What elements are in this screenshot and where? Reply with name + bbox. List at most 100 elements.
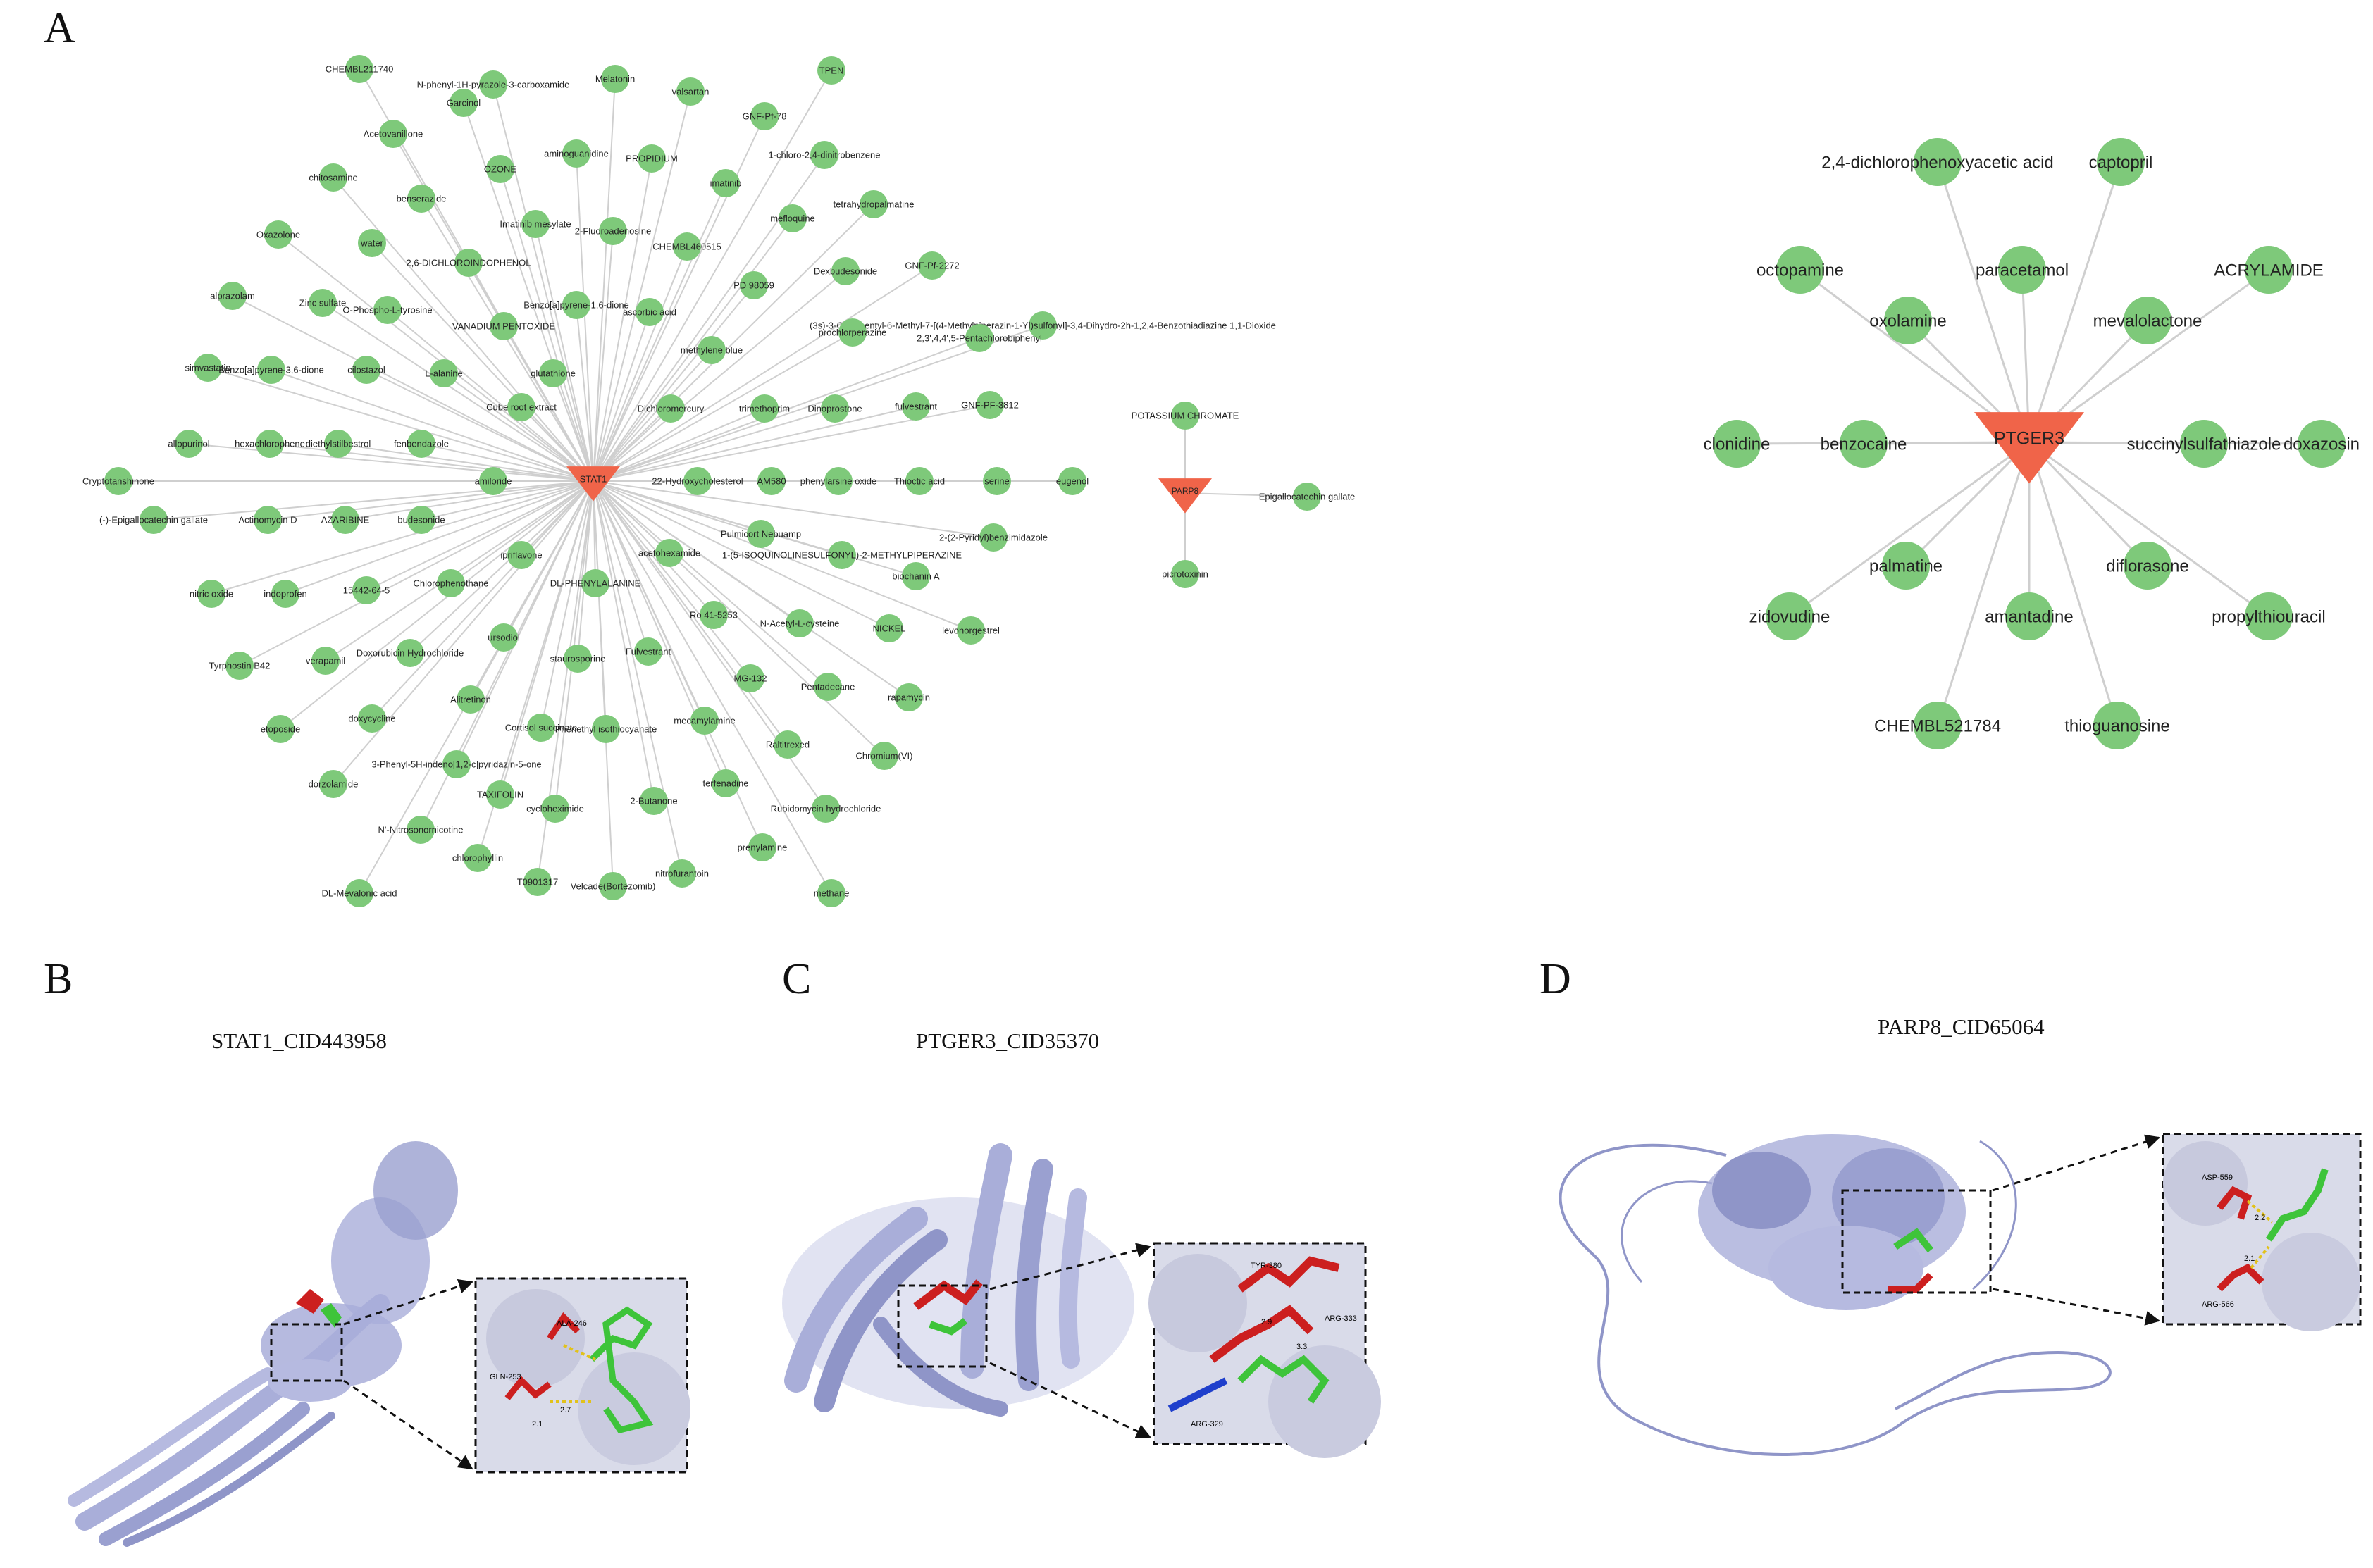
compound-label: 2,4-dichlorophenoxyacetic acid: [1821, 153, 2054, 172]
compound-node: [264, 220, 292, 249]
compound-node: [539, 359, 567, 387]
compound-node: [257, 356, 285, 384]
network-edge: [371, 480, 594, 719]
compound-node: [1882, 542, 1930, 590]
compound-node: [379, 120, 407, 148]
network-edge: [554, 480, 594, 809]
compound-label: prenylamine: [738, 842, 788, 853]
network-edge: [269, 443, 594, 482]
dock-label: 3.3: [1296, 1343, 1307, 1351]
network-edge: [593, 480, 614, 887]
compound-node: [352, 356, 380, 384]
network-edge: [2028, 441, 2269, 618]
compound-node: [527, 714, 555, 742]
compound-label: imatinib: [710, 178, 742, 189]
network-edge: [593, 480, 829, 687]
network-edge: [593, 218, 793, 482]
dock-label: ARG-566: [2202, 1300, 2234, 1309]
network-edge: [552, 373, 594, 482]
compound-label: simvastatin: [185, 363, 230, 373]
compound-node: [507, 393, 535, 421]
compound-node: [218, 282, 247, 310]
network-edge: [593, 230, 614, 482]
compound-node: [319, 163, 347, 192]
stat1-nodes: CHEMBL211740N-phenyl-1H-pyrazole-3-carbo…: [82, 55, 1276, 907]
compound-node: [442, 750, 471, 778]
compound-node: [812, 795, 840, 823]
network-edge: [285, 480, 594, 595]
compound-node: [581, 569, 609, 597]
network-edge: [2028, 442, 2119, 726]
network-edge: [443, 373, 594, 482]
compound-label: valsartan: [672, 87, 710, 97]
compound-node: [1058, 467, 1086, 495]
compound-label: Benzo[a]pyrene-1,6-dione: [523, 300, 629, 311]
network-edge: [421, 480, 594, 521]
compound-label: TPEN: [819, 66, 844, 76]
compound-node: [774, 730, 802, 759]
compound-node: [757, 467, 786, 495]
compound-node: [358, 704, 386, 733]
compound-node: [712, 769, 740, 797]
compound-node: [194, 354, 222, 382]
compound-node: [895, 683, 923, 711]
compound-node: [437, 569, 465, 597]
compound-label: diethylstilbestrol: [306, 439, 371, 449]
compound-node: [2124, 297, 2171, 344]
compound-label: glutathione: [531, 368, 576, 379]
compound-node: [523, 868, 552, 896]
compound-label: diflorasone: [2106, 556, 2188, 575]
compound-label: Raltitrexed: [766, 740, 810, 750]
compound-label: water: [360, 238, 383, 249]
compound-node: [396, 639, 424, 667]
compound-label: Alitretinon: [450, 695, 491, 705]
compound-label: picrotoxinin: [1162, 569, 1208, 580]
network-edge: [593, 265, 933, 482]
network-edge: [593, 480, 972, 631]
compound-label: Epigallocatechin gallate: [1259, 492, 1356, 502]
compound-node: [601, 65, 629, 93]
network-edge: [593, 204, 874, 482]
compound-node: [175, 430, 203, 458]
network-edge: [421, 443, 594, 482]
stat1-protein-structure: [68, 1141, 458, 1547]
compound-label: fulvestrant: [895, 402, 937, 412]
compound-label: succinylsulfathiazole: [2127, 435, 2281, 454]
compound-node: [683, 467, 712, 495]
network-edge: [593, 480, 655, 802]
compound-node: [319, 770, 347, 798]
compound-label: verapamil: [306, 656, 345, 666]
compound-label: amiloride: [475, 476, 512, 487]
network-edge: [322, 302, 594, 482]
compound-node: [838, 318, 867, 347]
compound-node: [828, 541, 856, 569]
compound-label: Velcade(Bortezomib): [571, 881, 656, 892]
compound-label: doxycycline: [348, 714, 395, 724]
compound-label: ipriflavone: [500, 550, 542, 561]
compound-label: cilostazol: [347, 365, 385, 375]
compound-label: mecamylamine: [674, 716, 735, 726]
compound-node: [486, 155, 514, 183]
compound-label: zidovudine: [1749, 607, 1830, 626]
compound-label: Fulvestrant: [626, 647, 671, 657]
compound-node: [407, 185, 435, 213]
compound-label: N-Acetyl-L-cysteine: [760, 618, 840, 629]
parp8-hub-label: PARP8: [1172, 486, 1199, 496]
network-edge: [593, 70, 832, 482]
compound-label: DL-Mevalonic acid: [322, 888, 397, 899]
panel-b-letter: B: [44, 955, 73, 1003]
compound-label: phenylarsine oxide: [800, 476, 876, 487]
compound-label: Cryptotanshinone: [82, 476, 154, 487]
network-edge: [450, 480, 594, 584]
compound-label: (-)-Epigallocatechin gallate: [99, 515, 208, 525]
compound-label: staurosporine: [550, 654, 606, 664]
ptger3-protein-structure: [782, 1143, 1134, 1417]
compound-node: [2180, 420, 2228, 468]
network-edge: [593, 408, 836, 482]
network-edge: [2028, 161, 2122, 443]
network-edge: [593, 408, 765, 482]
compound-node: [736, 664, 764, 692]
network-edge: [492, 84, 594, 482]
